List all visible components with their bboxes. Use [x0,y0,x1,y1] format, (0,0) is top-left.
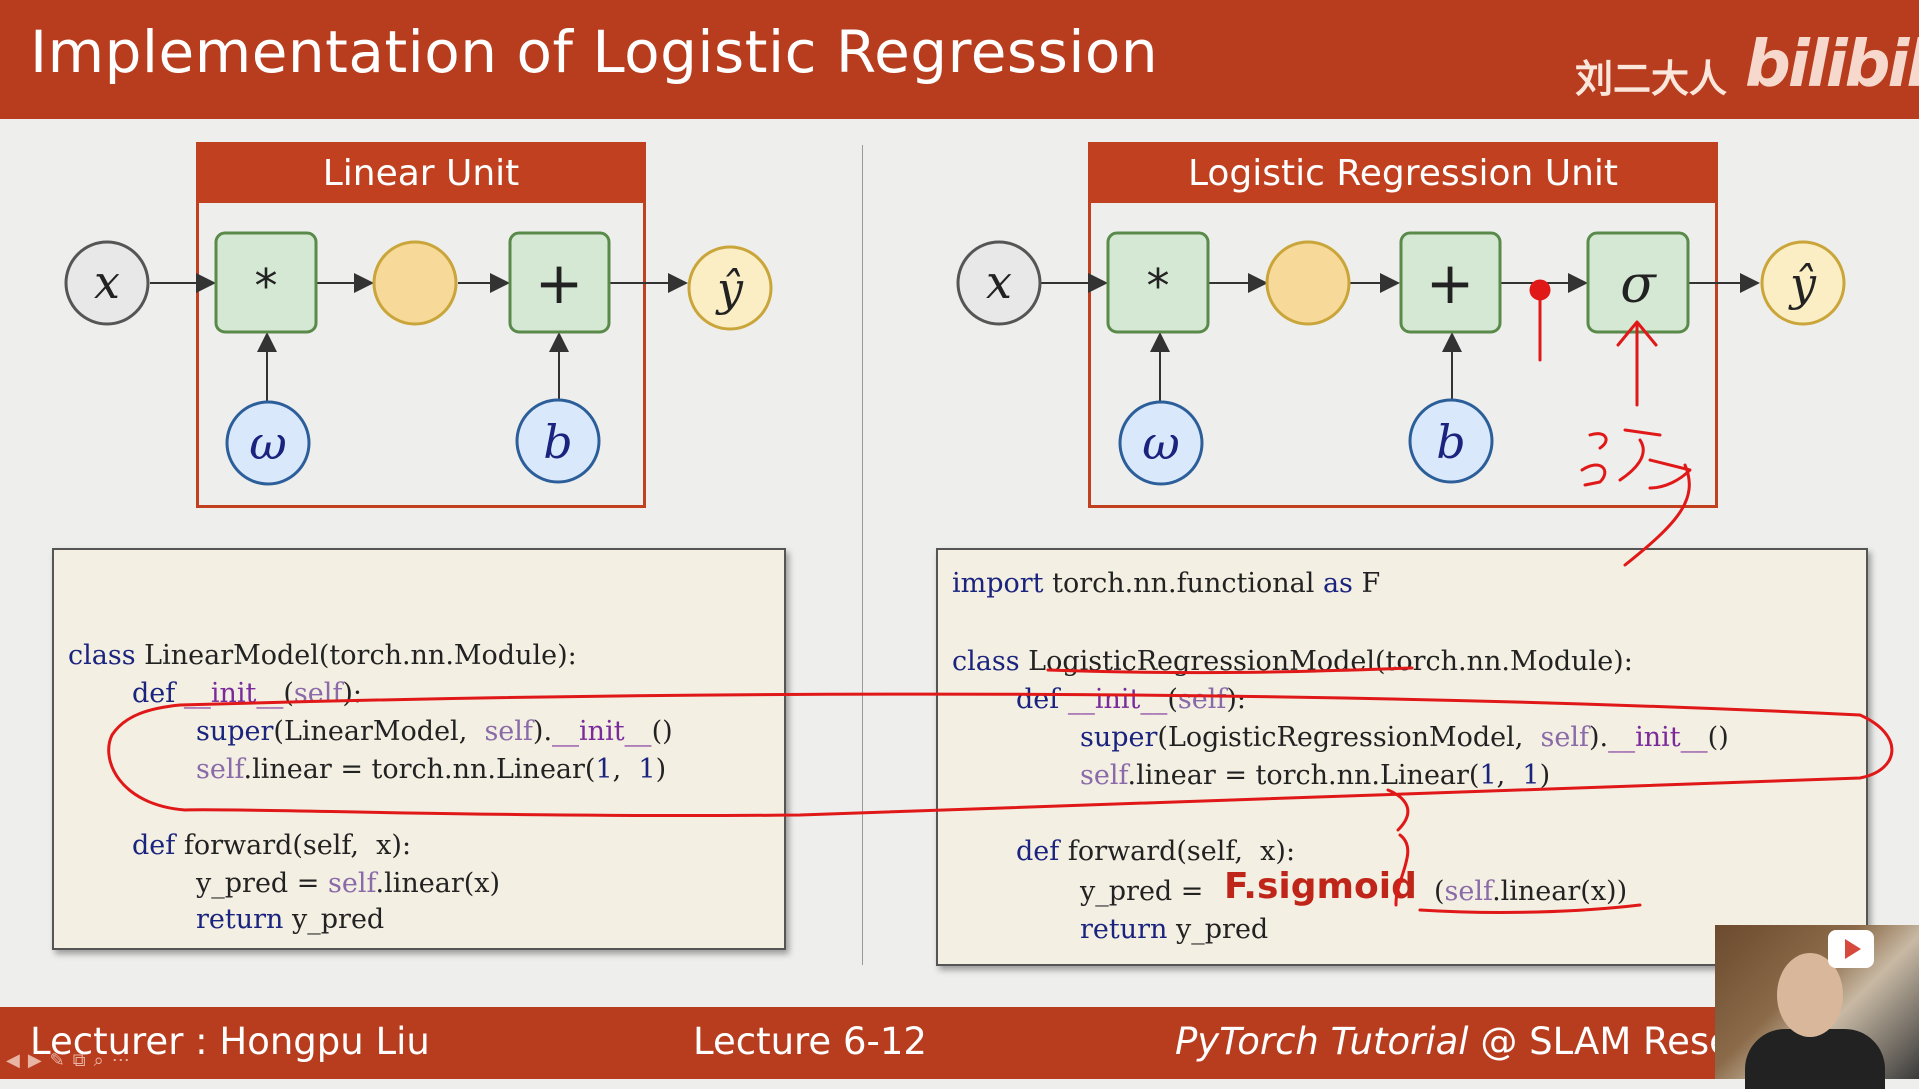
logistic-input-x-node: x [956,240,1042,326]
code-line: def __init__(self): [1016,684,1247,715]
svg-text:*: * [255,259,278,313]
code-line: super(LinearModel, self).__init__() [196,716,673,747]
svg-text:σ: σ [1620,255,1657,315]
svg-text:*: * [1147,259,1170,313]
code-line: y_pred = (self.linear(x)) [1080,876,1628,907]
footer-lecturer: Lecturer : Hongpu Liu [30,1020,430,1063]
svg-text:x: x [94,255,120,309]
code-line: super(LogisticRegressionModel, self).__i… [1080,722,1729,753]
bilibili-logo: bilibili [1745,28,1919,102]
logistic-output-y-node: ŷ [1760,240,1846,326]
svg-text:ŷ: ŷ [715,262,744,316]
linear-multiply-node: * [214,231,318,334]
author-name: 刘二大人 [1575,57,1728,101]
presenter-body [1745,1029,1885,1089]
code-line: return y_pred [1080,914,1269,945]
code-line: class LinearModel(torch.nn.Module): [68,640,577,671]
code-line: def __init__(self): [132,678,363,709]
play-icon[interactable] [1828,930,1874,968]
column-divider [862,145,863,965]
linear-weight-node: ω [225,400,311,486]
code-line: def forward(self, x): [132,830,412,861]
linear-input-x-node: x [64,240,150,326]
logistic-hidden-node [1265,240,1351,326]
linear-unit-box: Linear Unit [196,142,646,508]
logistic-weight-node: ω [1118,400,1204,486]
slide-nav-controls[interactable]: ◀▶✎⧉⌕⋯ [6,1050,138,1070]
linear-output-y-node: ŷ [687,245,773,331]
svg-text:+: + [1426,249,1475,317]
linear-bias-node: b [515,398,601,484]
code-line: self.linear = torch.nn.Linear(1, 1) [1080,760,1551,791]
footer-bar [0,1007,1919,1079]
linear-unit-header: Linear Unit [199,145,643,203]
sigmoid-call: F.sigmoid [1224,866,1417,907]
svg-text:x: x [986,255,1012,309]
code-line: y_pred = self.linear(x) [196,868,501,899]
linear-model-code: class LinearModel(torch.nn.Module): def … [52,548,786,950]
footer-lecture-number: Lecture 6-12 [693,1020,927,1063]
title-bar [0,0,1919,119]
linear-hidden-node [372,240,458,326]
code-line: def forward(self, x): [1016,836,1296,867]
svg-text:ω: ω [249,416,287,470]
code-line: return y_pred [196,904,385,935]
presenter-webcam [1715,925,1919,1089]
svg-text:+: + [535,249,584,317]
code-line: import torch.nn.functional as F [952,568,1381,599]
linear-add-node: + [508,231,611,334]
svg-text:b: b [543,415,572,469]
svg-text:b: b [1436,415,1465,469]
svg-text:ŷ: ŷ [1788,257,1817,311]
slide-title: Implementation of Logistic Regression [30,18,1159,86]
logistic-bias-node: b [1408,398,1494,484]
logistic-sigma-node: σ [1586,231,1690,334]
svg-text:ω: ω [1142,416,1180,470]
code-line: class LogisticRegressionModel(torch.nn.M… [952,646,1633,677]
footer-tutorial: PyTorch Tutorial @ SLAM Resea [1175,1020,1755,1063]
logistic-add-node: + [1399,231,1502,334]
code-line: self.linear = torch.nn.Linear(1, 1) [196,754,667,785]
logistic-multiply-node: * [1106,231,1210,334]
logistic-unit-box: Logistic Regression Unit [1088,142,1718,508]
logistic-unit-header: Logistic Regression Unit [1091,145,1715,203]
